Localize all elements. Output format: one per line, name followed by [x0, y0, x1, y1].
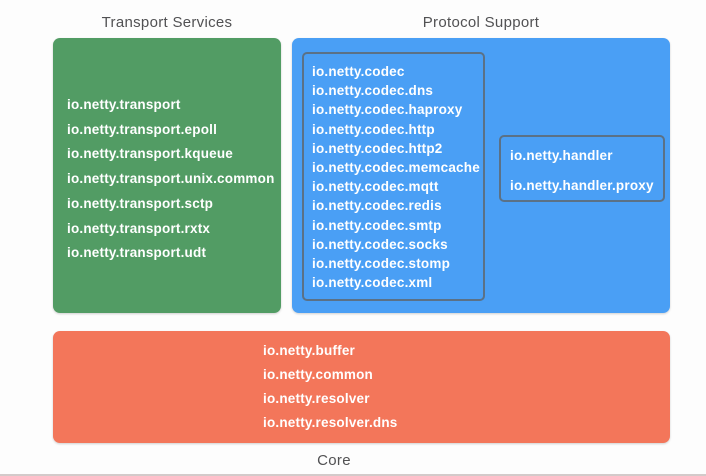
core-panel: io.netty.buffer io.netty.common io.netty.r… [53, 331, 670, 443]
package-label: io.netty.codec.http2 [312, 140, 443, 156]
handler-group-box: io.netty.handler io.netty.handler.proxy [499, 135, 665, 202]
package-label: io.netty.transport.kqueue [67, 146, 234, 162]
package-label: io.netty.transport.sctp [67, 195, 214, 211]
bottom-divider-line [0, 474, 706, 476]
package-label: io.netty.codec [312, 64, 405, 79]
package-label: io.netty.codec.memcache [312, 160, 480, 176]
handler-package-list: io.netty.handler io.netty.handler.proxy [510, 141, 663, 201]
package-label: io.netty.codec.smtp [312, 217, 442, 233]
package-label: io.netty.resolver.dns [263, 415, 398, 430]
package-label: io.netty.codec.http [312, 121, 435, 137]
core-title: Core [317, 452, 351, 469]
package-label: io.netty.codec.redis [312, 198, 442, 214]
transport-services-title: Transport Services [101, 14, 233, 31]
codec-package-list: io.netty.codec io.netty.codec.dns io.netty… [312, 62, 483, 292]
package-label: io.netty.transport.udt [67, 245, 207, 261]
package-label: io.netty.codec.dns [312, 83, 434, 99]
package-label: io.netty.handler [510, 148, 613, 163]
package-label: io.netty.common [263, 367, 374, 382]
transport-package-list: io.netty.transport io.netty.transport.epo… [67, 93, 281, 266]
transport-services-panel: io.netty.transport io.netty.transport.epo… [53, 38, 281, 313]
package-label: io.netty.codec.xml [312, 275, 433, 291]
codec-group-box: io.netty.codec io.netty.codec.dns io.netty… [302, 52, 485, 301]
package-label: io.netty.transport.unix.common [67, 171, 275, 187]
package-label: io.netty.transport [67, 97, 181, 112]
package-label: io.netty.codec.stomp [312, 256, 451, 272]
core-package-list: io.netty.buffer io.netty.common io.netty.r… [263, 339, 670, 435]
protocol-support-panel: io.netty.codec io.netty.codec.dns io.netty… [292, 38, 670, 313]
package-label: io.netty.codec.mqtt [312, 179, 439, 195]
package-label: io.netty.transport.epoll [67, 121, 218, 137]
package-label: io.netty.transport.rxtx [67, 220, 211, 236]
protocol-support-title: Protocol Support [422, 14, 540, 31]
package-label: io.netty.buffer [263, 343, 355, 358]
package-label: io.netty.resolver [263, 391, 370, 406]
package-label: io.netty.codec.socks [312, 236, 448, 252]
package-label: io.netty.codec.haproxy [312, 102, 463, 118]
package-label: io.netty.handler.proxy [510, 178, 654, 193]
